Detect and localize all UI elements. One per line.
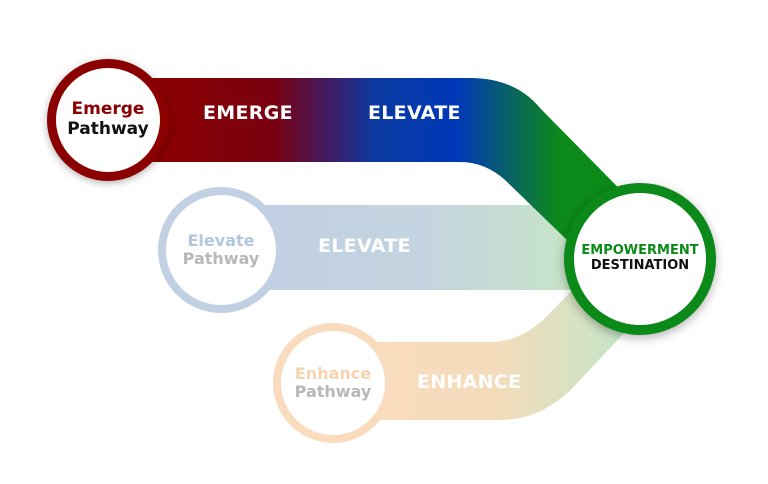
elevate-circle-title: Elevate bbox=[187, 230, 255, 250]
emerge-circle-subtitle: Pathway bbox=[67, 119, 149, 139]
elevate-band-label: ELEVATE bbox=[318, 235, 411, 257]
enhance-pathway-band bbox=[330, 262, 655, 420]
emerge-circle-title: Emerge bbox=[71, 99, 145, 120]
elevate-pathway-band bbox=[230, 205, 600, 290]
emerge-pathway-circle[interactable]: Emerge Pathway bbox=[47, 59, 169, 181]
empowerment-destination-circle[interactable]: EMPOWERMENT DESTINATION bbox=[564, 183, 716, 335]
destination-subtitle: DESTINATION bbox=[590, 258, 690, 273]
enhance-circle-title: Enhance bbox=[294, 363, 372, 383]
elevate-band-label-top: ELEVATE bbox=[368, 102, 461, 124]
elevate-circle-subtitle: Pathway bbox=[182, 249, 260, 268]
enhance-circle-subtitle: Pathway bbox=[294, 382, 372, 401]
enhance-pathway-circle[interactable]: Enhance Pathway bbox=[273, 323, 393, 443]
emerge-pathway-band bbox=[120, 78, 660, 272]
enhance-band-label: ENHANCE bbox=[417, 371, 522, 393]
emerge-band-label: EMERGE bbox=[203, 102, 293, 124]
elevate-pathway-circle[interactable]: Elevate Pathway bbox=[158, 187, 284, 313]
destination-title: EMPOWERMENT bbox=[581, 243, 699, 259]
